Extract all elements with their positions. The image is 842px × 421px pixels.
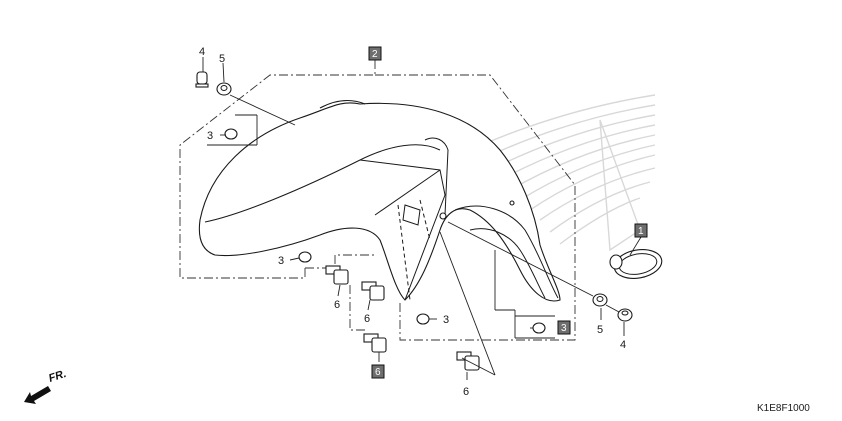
washer-left — [216, 82, 232, 96]
direction-label: FR. — [47, 368, 68, 385]
clip-center — [416, 313, 430, 325]
assembly-outline — [179, 60, 576, 341]
svg-text:6: 6 — [375, 367, 381, 378]
label-clip-upper: 3 — [207, 130, 213, 142]
diagram-code: K1E8F1000 — [757, 403, 810, 414]
clip-upper — [224, 128, 238, 140]
label-washer-right: 5 — [597, 324, 603, 336]
label-clip-center: 3 — [443, 314, 449, 326]
label-clip-lower-left: 3 — [278, 255, 284, 267]
label-bolt-6a: 6 — [334, 299, 340, 311]
label-bolt-6b: 6 — [364, 313, 370, 325]
label-bolt-left: 4 — [199, 46, 205, 58]
part-numbers: 4 5 3 3 6 6 3 5 4 6 — [199, 46, 626, 398]
svg-text:3: 3 — [561, 323, 567, 334]
reflector — [609, 236, 663, 279]
label-bolt-6c: 6 — [463, 386, 469, 398]
box-label-assembly: 2 — [368, 46, 382, 61]
clip-box — [532, 322, 546, 334]
svg-text:2: 2 — [372, 49, 378, 60]
label-bolt-right: 4 — [620, 339, 626, 351]
box-label-bolt: 6 — [371, 364, 385, 379]
bolt-6-lower — [363, 333, 387, 353]
label-washer-left: 5 — [219, 53, 225, 65]
bolt-6b — [361, 281, 385, 301]
clip-lower-left — [298, 251, 312, 263]
washer-right — [592, 293, 608, 307]
leader-lines — [202, 57, 625, 380]
box-label-reflector: 1 — [634, 223, 648, 238]
front-direction-arrow-icon: FR. — [24, 368, 68, 404]
front-fender — [198, 100, 561, 302]
bolt-right — [617, 308, 633, 322]
fasteners — [195, 71, 633, 371]
bolt-left — [195, 71, 209, 88]
bolt-6a — [325, 265, 349, 285]
box-label-clip: 3 — [557, 320, 571, 335]
svg-text:1: 1 — [638, 226, 644, 237]
